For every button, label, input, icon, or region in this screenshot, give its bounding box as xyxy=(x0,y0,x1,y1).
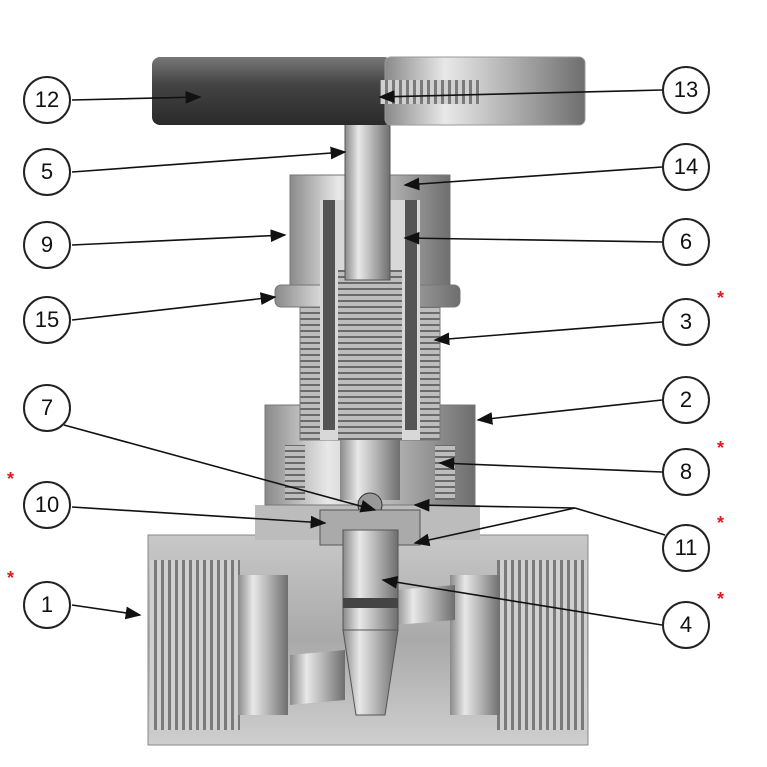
asterisk-3: * xyxy=(717,288,725,308)
leader-9 xyxy=(71,229,287,246)
callout-7: 7 xyxy=(23,384,71,432)
asterisk-10: * xyxy=(7,469,15,489)
leader-7 xyxy=(63,424,377,513)
leader-5 xyxy=(71,146,347,173)
leader-14 xyxy=(403,166,663,191)
callout-13: 13 xyxy=(662,66,710,114)
callout-11: 11 xyxy=(662,524,710,572)
leader-11b xyxy=(413,507,576,547)
asterisk-11: * xyxy=(717,513,725,533)
leader-13 xyxy=(378,89,663,104)
callout-5: 5 xyxy=(23,148,71,196)
leader-15 xyxy=(71,292,277,321)
callout-3: 3 xyxy=(662,298,710,346)
asterisk-8: * xyxy=(717,438,725,458)
leader-2 xyxy=(476,399,663,425)
callout-6: 6 xyxy=(662,218,710,266)
callout-14: 14 xyxy=(662,143,710,191)
leader-4 xyxy=(381,575,663,626)
handle xyxy=(152,57,392,125)
callout-4: 4 xyxy=(662,601,710,649)
asterisk-4: * xyxy=(717,589,725,609)
callout-2: 2 xyxy=(662,376,710,424)
leader-10 xyxy=(71,506,327,529)
asterisk-1: * xyxy=(7,568,15,588)
leader-1 xyxy=(71,604,142,620)
leader-8 xyxy=(438,457,663,473)
leader-12 xyxy=(71,90,202,104)
callout-8: 8 xyxy=(662,448,710,496)
leader-11a xyxy=(413,498,576,512)
callout-10: 10 xyxy=(23,481,71,529)
callout-12: 12 xyxy=(23,76,71,124)
leader-3 xyxy=(433,321,663,346)
callout-15: 15 xyxy=(23,296,71,344)
callout-1: 1 xyxy=(23,581,71,629)
leader-6 xyxy=(403,231,663,245)
callout-9: 9 xyxy=(23,221,71,269)
